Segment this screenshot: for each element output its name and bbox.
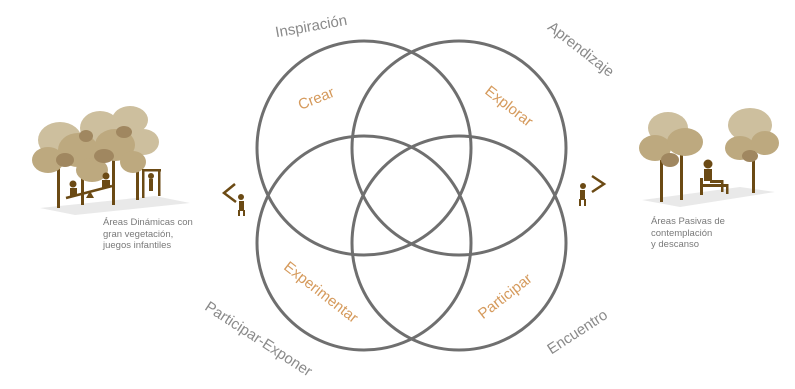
circle-top-right xyxy=(350,39,568,257)
label-participar-exponer: Participar-Exponer xyxy=(202,298,315,380)
circle-bottom-left xyxy=(255,134,473,352)
left-caption-line-1: Áreas Dinámicas con xyxy=(103,217,193,228)
right-caption-line-1: Áreas Pasivas de xyxy=(651,216,725,227)
label-experimentar: Experimentar xyxy=(280,258,361,326)
label-crear: Crear xyxy=(296,84,337,114)
right-caption: Áreas Pasivas de contemplación y descans… xyxy=(651,216,725,251)
circle-bottom-right xyxy=(350,134,568,352)
left-caption-line-3: juegos infantiles xyxy=(103,240,172,251)
label-explorar: Explorar xyxy=(482,83,536,131)
left-caption: Áreas Dinámicas con gran vegetación, jue… xyxy=(103,217,193,252)
bench-trees-icon xyxy=(639,108,779,207)
venn-circles xyxy=(255,39,568,352)
label-aprendizaje: Aprendizaje xyxy=(544,18,617,80)
left-caption-line-2: gran vegetación, xyxy=(103,228,174,240)
playground-trees-icon xyxy=(32,106,190,215)
label-inspiracion: Inspiración xyxy=(274,12,348,41)
right-viewer-icon xyxy=(579,174,607,206)
right-caption-line-2: contemplación xyxy=(651,227,713,239)
right-caption-line-3: y descanso xyxy=(651,239,700,250)
label-participar: Participar xyxy=(475,270,535,322)
circle-top-left xyxy=(255,39,473,257)
label-encuentro: Encuentro xyxy=(544,306,611,358)
left-viewer-icon xyxy=(221,183,245,216)
